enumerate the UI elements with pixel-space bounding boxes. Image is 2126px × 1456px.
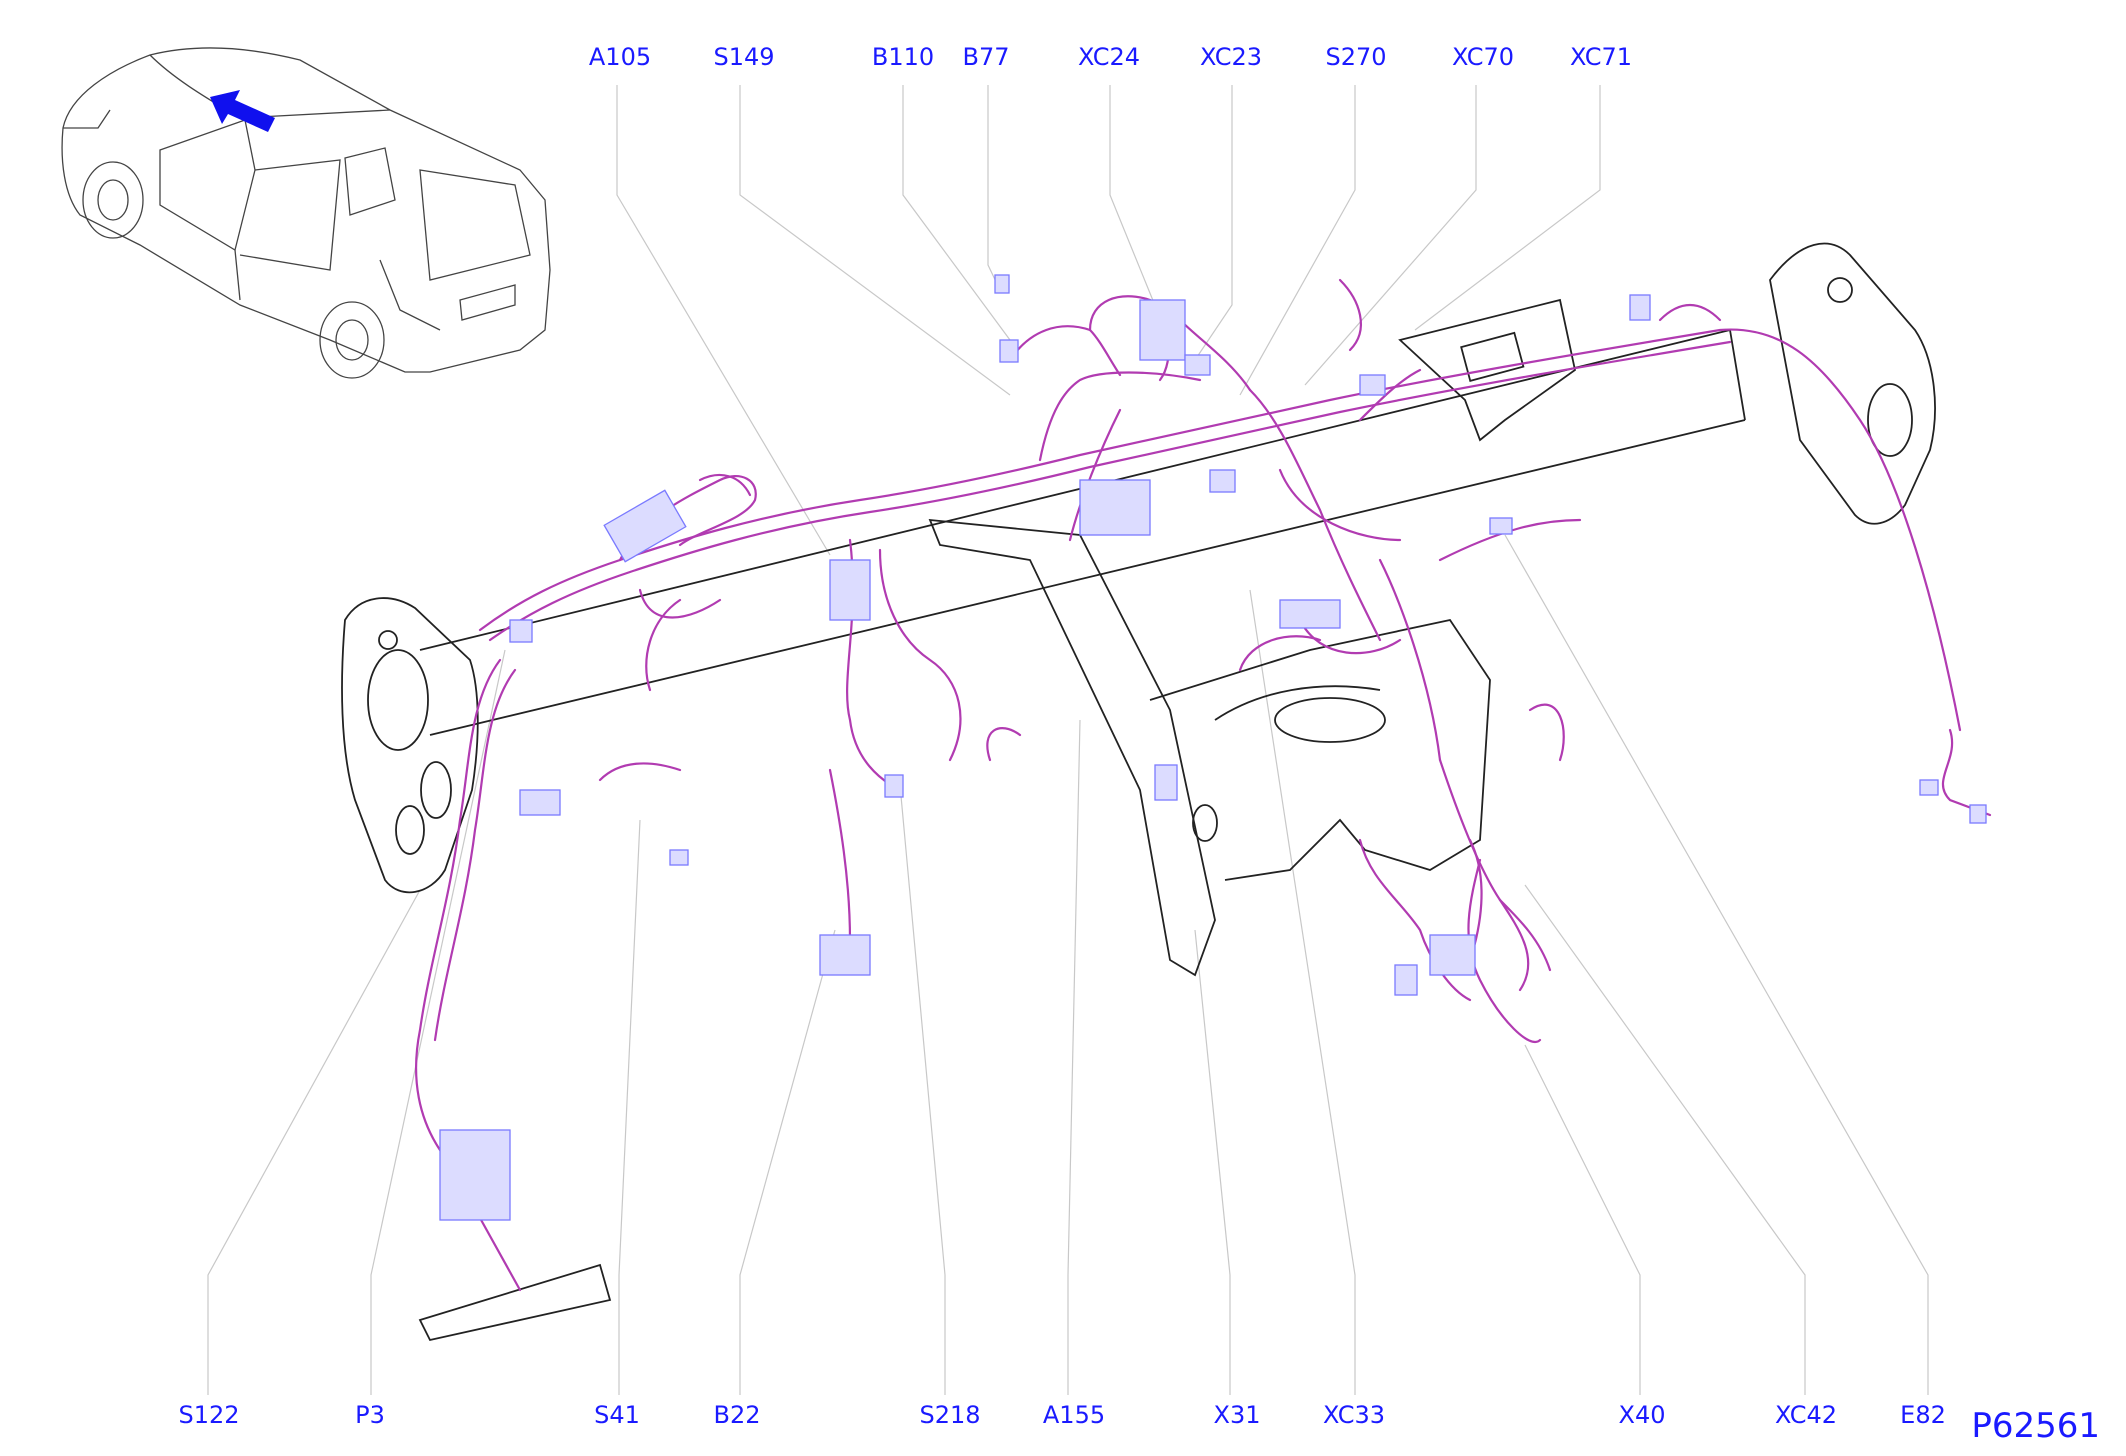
connector-shape [1359,374,1386,396]
connector-shape [439,1129,511,1221]
label-xc70: XC70 [1452,43,1514,71]
label-s218: S218 [919,1401,981,1429]
connector-shape [669,849,689,866]
connector-shape [1154,764,1178,801]
vehicle-outline-icon [61,47,551,379]
connector-shape [519,789,561,816]
label-xc33: XC33 [1323,1401,1385,1429]
connector-shape [819,934,871,976]
connector-shape [884,774,904,798]
label-p3: P3 [355,1401,385,1429]
label-b77: B77 [962,43,1010,71]
connector-shape [603,489,687,563]
label-a155: A155 [1042,1401,1106,1429]
label-xc23: XC23 [1200,43,1262,71]
connector-shape [994,274,1010,294]
connector-shape [1139,299,1186,361]
label-xc24: XC24 [1078,43,1140,71]
label-s149: S149 [713,43,775,71]
label-xc71: XC71 [1570,43,1632,71]
connector-shape [1629,294,1651,321]
connectors [439,274,1987,1221]
connector-shape [829,559,871,621]
connector-shape [999,339,1019,363]
connector-shape [1394,964,1418,996]
connector-shape [1489,517,1513,535]
label-s41: S41 [594,1401,640,1429]
wiring-harness [414,278,1992,1292]
cross-car-beam [341,242,1936,1342]
label-x40: X40 [1618,1401,1666,1429]
connector-shape [1209,469,1236,493]
label-e82: E82 [1900,1401,1946,1429]
connector-shape [1919,779,1939,796]
connector-shape [509,619,533,643]
connector-shape [1279,599,1341,629]
label-x31: X31 [1213,1401,1261,1429]
connector-shape [1184,354,1211,376]
connector-shape [1429,934,1476,976]
leader-lines [207,85,1929,1395]
label-b22: B22 [713,1401,761,1429]
label-s270: S270 [1325,43,1387,71]
figure-id: P62561 [1971,1406,2100,1446]
connector-shape [1079,479,1151,536]
label-s122: S122 [178,1401,240,1429]
front-direction-arrow-icon [210,90,275,132]
connector-shape [1969,804,1987,824]
label-xc42: XC42 [1775,1401,1837,1429]
label-b110: B110 [871,43,935,71]
label-a105: A105 [588,43,652,71]
